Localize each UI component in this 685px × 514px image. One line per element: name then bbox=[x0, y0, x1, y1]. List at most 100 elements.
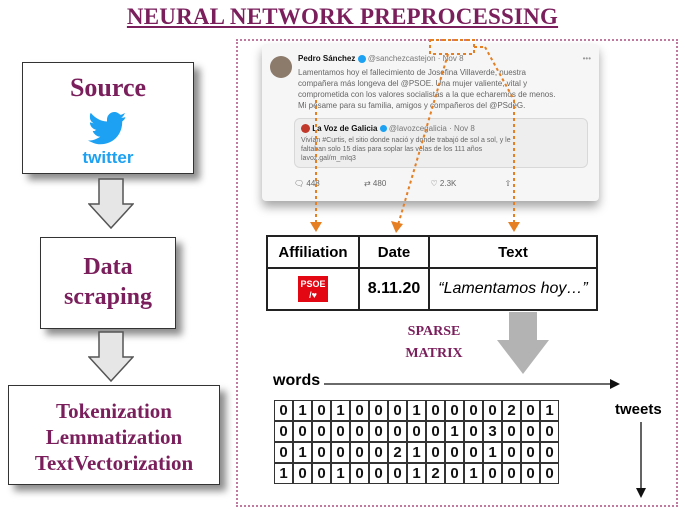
matrix-cell: 0 bbox=[426, 400, 445, 421]
matrix-cell: 0 bbox=[350, 442, 369, 463]
matrix-cell: 0 bbox=[369, 442, 388, 463]
matrix-cell: 0 bbox=[274, 421, 293, 442]
quoted-tweet[interactable]: La Voz de Galicia @lavozcegalicia · Nov … bbox=[294, 118, 588, 168]
like-icon[interactable]: ♡ bbox=[430, 179, 438, 188]
matrix-cell: 2 bbox=[388, 442, 407, 463]
verified-icon bbox=[379, 125, 387, 133]
tweet-card: Pedro Sánchez @sanchezcastejon · Nov 8 •… bbox=[262, 44, 599, 201]
lemmatization-label: Lemmatization bbox=[45, 425, 183, 449]
sparse-matrix-arrow-icon bbox=[497, 312, 549, 374]
matrix-cell: 0 bbox=[350, 463, 369, 484]
page-title: NEURAL NETWORK PREPROCESSING bbox=[126, 4, 559, 29]
matrix-cell: 0 bbox=[312, 463, 331, 484]
data-scraping-box: Data scraping bbox=[40, 237, 176, 329]
date-cell: 8.11.20 bbox=[358, 267, 430, 311]
tweets-axis-arrow bbox=[636, 422, 646, 498]
matrix-cell: 0 bbox=[464, 442, 483, 463]
tweet-body-line: Lamentamos hoy el fallecimiento de Josef… bbox=[298, 68, 526, 77]
date-highlight bbox=[429, 39, 475, 55]
matrix-cell: 0 bbox=[274, 442, 293, 463]
down-arrow-icon bbox=[88, 178, 134, 230]
matrix-cell: 0 bbox=[293, 463, 312, 484]
sparse-label: SPARSE bbox=[407, 324, 461, 339]
matrix-cell: 0 bbox=[445, 463, 464, 484]
matrix-cell: 0 bbox=[369, 463, 388, 484]
matrix-cell: 1 bbox=[407, 400, 426, 421]
matrix-cell: 0 bbox=[521, 421, 540, 442]
data-label: Data bbox=[83, 254, 133, 280]
retweet-count: 480 bbox=[372, 179, 387, 188]
matrix-cell: 0 bbox=[369, 400, 388, 421]
rose-icon: /♥ bbox=[309, 289, 317, 300]
quote-name: La Voz de Galicia bbox=[312, 124, 378, 133]
arrowhead-icon bbox=[391, 221, 403, 233]
matrix-cell: 0 bbox=[293, 421, 312, 442]
matrix-cell: 0 bbox=[369, 421, 388, 442]
matrix-cell: 0 bbox=[521, 463, 540, 484]
matrix-cell: 0 bbox=[312, 442, 331, 463]
date-arrow bbox=[397, 53, 449, 226]
tweets-label: tweets bbox=[615, 401, 662, 418]
twitter-wordmark: twitter bbox=[82, 148, 134, 167]
matrix-cell: 1 bbox=[274, 463, 293, 484]
quote-handle: @lavozcegalicia · Nov 8 bbox=[388, 124, 475, 133]
twitter-logo bbox=[23, 109, 193, 154]
matrix-cell: 1 bbox=[483, 442, 502, 463]
matrix-cell: 0 bbox=[502, 442, 521, 463]
matrix-cell: 0 bbox=[464, 400, 483, 421]
textvectorization-label: TextVectorization bbox=[34, 451, 194, 475]
matrix-cell: 0 bbox=[521, 442, 540, 463]
psoe-logo: PSOE /♥ bbox=[298, 275, 328, 302]
tweet-body-line: compañera más longeva del @PSOE. Una muj… bbox=[298, 79, 528, 88]
words-label: words bbox=[273, 372, 321, 389]
matrix-cell: 0 bbox=[502, 421, 521, 442]
matrix-cell: 0 bbox=[426, 421, 445, 442]
matrix-cell: 1 bbox=[331, 463, 350, 484]
down-arrow-icon bbox=[88, 331, 134, 383]
header-affiliation: Affiliation bbox=[266, 235, 360, 269]
matrix-cell: 0 bbox=[540, 421, 559, 442]
matrix-label: MATRIX bbox=[405, 346, 463, 361]
arrowhead-icon bbox=[508, 222, 520, 232]
more-icon[interactable]: ••• bbox=[582, 54, 591, 63]
source-box: Source twitter bbox=[22, 62, 194, 174]
matrix-cell: 1 bbox=[407, 442, 426, 463]
processing-box: Tokenization Lemmatization TextVectoriza… bbox=[8, 385, 220, 485]
psoe-logo-text: PSOE bbox=[300, 278, 326, 289]
matrix-cell: 2 bbox=[502, 400, 521, 421]
author-handle: @sanchezcastejon · Nov 8 bbox=[367, 54, 464, 63]
matrix-cell: 0 bbox=[350, 421, 369, 442]
matrix-cell: 1 bbox=[464, 463, 483, 484]
header-text: Text bbox=[428, 235, 598, 269]
matrix-cell: 1 bbox=[540, 400, 559, 421]
share-icon[interactable]: ⇧ bbox=[504, 179, 512, 188]
matrix-cell: 0 bbox=[540, 463, 559, 484]
matrix-cell: 0 bbox=[464, 421, 483, 442]
matrix-cell: 0 bbox=[445, 442, 464, 463]
sparse-matrix-label: SPARSE MATRIX bbox=[397, 321, 471, 365]
source-label: Source bbox=[69, 73, 147, 102]
quote-line: Vivían #Curtis, el sitio donde nació y d… bbox=[301, 137, 511, 144]
header-date: Date bbox=[358, 235, 430, 269]
arrowhead-icon bbox=[310, 222, 322, 232]
matrix-cell: 0 bbox=[521, 400, 540, 421]
matrix-cell: 0 bbox=[388, 400, 407, 421]
matrix-cell: 0 bbox=[312, 421, 331, 442]
tokenization-label: Tokenization bbox=[56, 399, 172, 423]
reply-icon[interactable]: 🗨 bbox=[294, 179, 305, 188]
matrix-cell: 0 bbox=[274, 400, 293, 421]
matrix-cell: 1 bbox=[331, 400, 350, 421]
verified-icon bbox=[357, 54, 366, 63]
matrix-cell: 3 bbox=[483, 421, 502, 442]
retweet-icon[interactable]: ⇄ bbox=[363, 179, 371, 188]
matrix-cell: 0 bbox=[312, 400, 331, 421]
matrix-cell: 1 bbox=[407, 463, 426, 484]
text-cell: “Lamentamos hoy…” bbox=[428, 267, 598, 311]
matrix-cell: 0 bbox=[483, 400, 502, 421]
matrix-cell: 0 bbox=[445, 400, 464, 421]
